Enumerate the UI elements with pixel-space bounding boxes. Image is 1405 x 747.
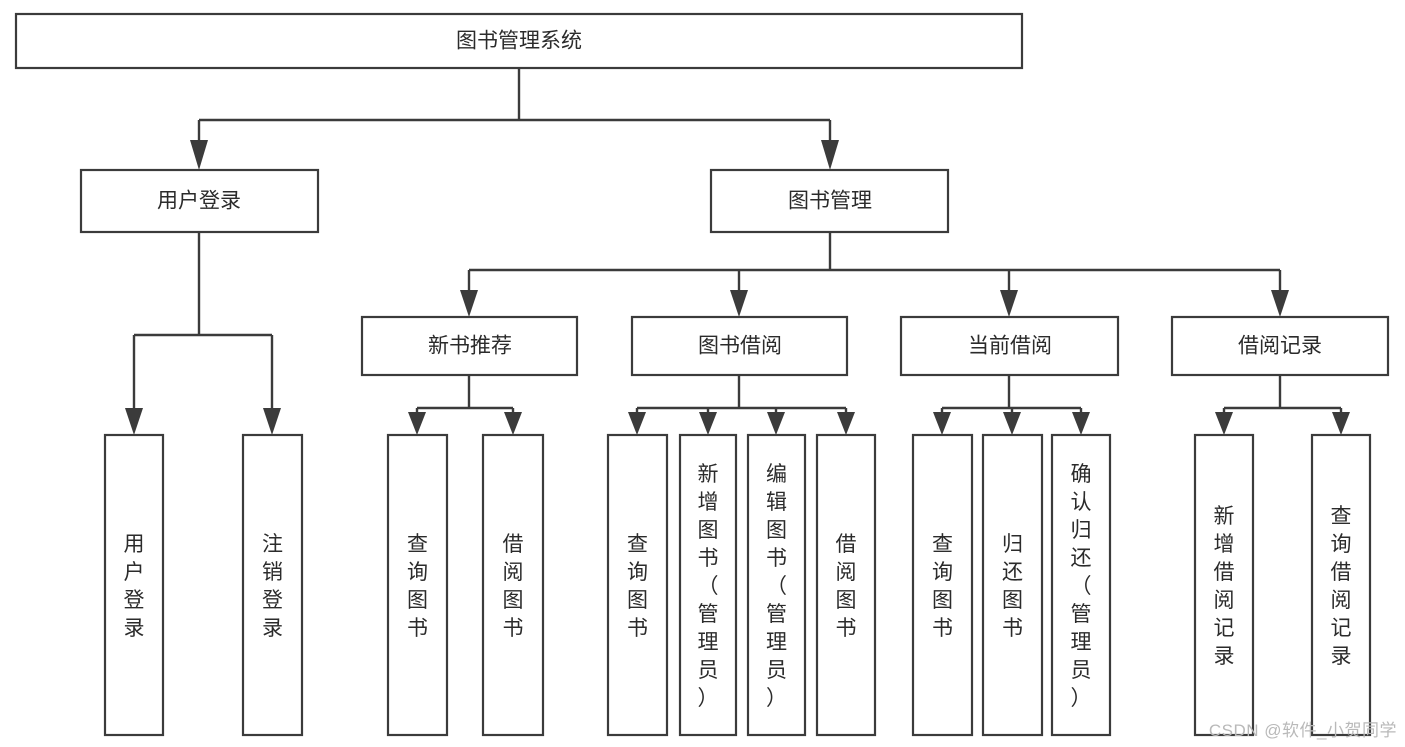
node-leaf-edit-book[interactable] bbox=[746, 433, 807, 737]
node-current-borrow[interactable]: 当前借阅 bbox=[899, 315, 1120, 377]
arrow-head-leaf-user-logout bbox=[263, 408, 281, 435]
node-leaf-query-book-3[interactable] bbox=[911, 433, 974, 737]
node-leaf-add-book-box[interactable] bbox=[678, 433, 738, 737]
node-book-borrow[interactable]: 图书借阅 bbox=[630, 315, 849, 377]
arrow-head-leaf-confirm-return bbox=[1072, 412, 1090, 435]
node-leaf-add-book[interactable] bbox=[678, 433, 738, 737]
node-user-login-box[interactable] bbox=[79, 168, 320, 234]
node-book-mgmt-label: 图书管理 bbox=[788, 190, 872, 213]
node-leaf-borrow-book-2[interactable] bbox=[815, 433, 877, 737]
node-leaf-add-record-label: 新增借阅记录 bbox=[1214, 505, 1235, 668]
node-leaf-query-book-3-label: 查询图书 bbox=[932, 533, 953, 640]
arrow-head-book-borrow bbox=[730, 290, 748, 317]
node-leaf-add-record-box[interactable] bbox=[1193, 433, 1255, 737]
node-leaf-user-login-box[interactable] bbox=[103, 433, 165, 737]
node-leaf-confirm-return[interactable] bbox=[1050, 433, 1112, 737]
node-current-borrow-label: 当前借阅 bbox=[968, 335, 1052, 358]
node-borrow-record-box[interactable] bbox=[1170, 315, 1390, 377]
arrow-head-leaf-add-book bbox=[699, 412, 717, 435]
node-borrow-record-label: 借阅记录 bbox=[1238, 335, 1322, 358]
node-leaf-return-book-box[interactable] bbox=[981, 433, 1044, 737]
node-leaf-confirm-return-label: 确认归还（管理员） bbox=[1071, 463, 1092, 710]
node-leaf-borrow-book-2-box[interactable] bbox=[815, 433, 877, 737]
connector-layer bbox=[125, 68, 1350, 435]
node-new-book-rec-box[interactable] bbox=[360, 315, 579, 377]
leaf-vertical-label-layer: 用户登录 注销登录 查询图书 借阅图书 查询图书 新增图书（管理员） 编辑图书（… bbox=[124, 463, 1352, 710]
node-leaf-return-book[interactable] bbox=[981, 433, 1044, 737]
node-leaf-user-login[interactable] bbox=[103, 433, 165, 737]
node-leaf-borrow-book-1-label: 借阅图书 bbox=[503, 533, 524, 640]
node-user-login-label: 用户登录 bbox=[157, 190, 241, 213]
node-leaf-user-login-label: 用户登录 bbox=[124, 533, 145, 640]
node-leaf-add-record[interactable] bbox=[1193, 433, 1255, 737]
node-leaf-user-logout-label: 注销登录 bbox=[262, 533, 283, 640]
arrow-head-new-book-rec bbox=[460, 290, 478, 317]
node-leaf-return-book-label: 归还图书 bbox=[1002, 533, 1023, 640]
node-current-borrow-box[interactable] bbox=[899, 315, 1120, 377]
arrow-head-leaf-query-book-1 bbox=[408, 412, 426, 435]
arrow-head-leaf-add-record bbox=[1215, 412, 1233, 435]
arrow-head-book-mgmt bbox=[821, 140, 839, 170]
csdn-watermark: CSDN @软件_小贺同学 bbox=[1208, 721, 1397, 740]
node-leaf-borrow-book-2-label: 借阅图书 bbox=[836, 533, 857, 640]
node-leaf-query-book-1[interactable] bbox=[386, 433, 449, 737]
node-leaf-query-record[interactable] bbox=[1310, 433, 1372, 737]
node-new-book-rec[interactable]: 新书推荐 bbox=[360, 315, 579, 377]
arrow-head-leaf-return-book bbox=[1003, 412, 1021, 435]
arrow-head-leaf-edit-book bbox=[767, 412, 785, 435]
arrow-head-borrow-record bbox=[1271, 290, 1289, 317]
node-leaf-edit-book-box[interactable] bbox=[746, 433, 807, 737]
node-root[interactable]: 图书管理系统 bbox=[14, 12, 1024, 70]
arrow-head-leaf-borrow-book-2 bbox=[837, 412, 855, 435]
node-borrow-record[interactable]: 借阅记录 bbox=[1170, 315, 1390, 377]
node-leaf-query-book-2-box[interactable] bbox=[606, 433, 669, 737]
arrow-head-current-borrow bbox=[1000, 290, 1018, 317]
node-new-book-rec-label: 新书推荐 bbox=[428, 335, 512, 358]
node-leaf-add-book-label: 新增图书（管理员） bbox=[698, 463, 719, 710]
arrow-head-leaf-user-login bbox=[125, 408, 143, 435]
node-user-login[interactable]: 用户登录 bbox=[79, 168, 320, 234]
node-book-borrow-box[interactable] bbox=[630, 315, 849, 377]
node-leaf-borrow-book-1-box[interactable] bbox=[481, 433, 545, 737]
arrow-head-leaf-query-record bbox=[1332, 412, 1350, 435]
arrow-head-leaf-borrow-book-1 bbox=[504, 412, 522, 435]
node-leaf-query-book-1-label: 查询图书 bbox=[407, 533, 428, 640]
node-layer: 图书管理系统 用户登录 图书管理 新书推荐 图书借阅 当前 bbox=[14, 12, 1390, 737]
node-leaf-query-book-1-box[interactable] bbox=[386, 433, 449, 737]
node-root-label: 图书管理系统 bbox=[456, 30, 582, 53]
node-leaf-query-book-2[interactable] bbox=[606, 433, 669, 737]
node-leaf-edit-book-label: 编辑图书（管理员） bbox=[766, 463, 787, 710]
node-root-box[interactable] bbox=[14, 12, 1024, 70]
node-book-mgmt[interactable]: 图书管理 bbox=[709, 168, 950, 234]
node-leaf-user-logout[interactable] bbox=[241, 433, 304, 737]
node-leaf-query-book-3-box[interactable] bbox=[911, 433, 974, 737]
node-leaf-query-record-box[interactable] bbox=[1310, 433, 1372, 737]
node-book-mgmt-box[interactable] bbox=[709, 168, 950, 234]
node-leaf-query-record-label: 查询借阅记录 bbox=[1331, 505, 1352, 668]
arrow-head-user-login bbox=[190, 140, 208, 170]
node-leaf-user-logout-box[interactable] bbox=[241, 433, 304, 737]
node-book-borrow-label: 图书借阅 bbox=[698, 335, 782, 358]
node-leaf-confirm-return-box[interactable] bbox=[1050, 433, 1112, 737]
arrow-head-leaf-query-book-2 bbox=[628, 412, 646, 435]
node-leaf-borrow-book-1[interactable] bbox=[481, 433, 545, 737]
node-leaf-query-book-2-label: 查询图书 bbox=[627, 533, 648, 640]
arrow-head-leaf-query-book-3 bbox=[933, 412, 951, 435]
